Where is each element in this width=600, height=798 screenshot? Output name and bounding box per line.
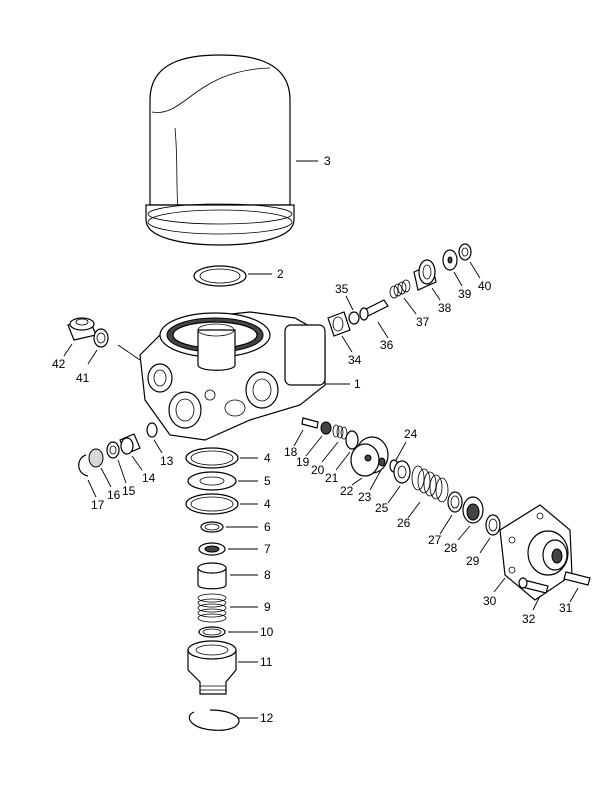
callout-41: 41 xyxy=(76,371,90,385)
callout-38: 38 xyxy=(438,301,452,315)
callout-5: 5 xyxy=(264,474,271,488)
o-ring-29 xyxy=(485,514,501,536)
end-cover-30 xyxy=(499,504,573,601)
callout-12: 12 xyxy=(260,711,274,725)
callout-24: 24 xyxy=(404,427,418,441)
spring-26 xyxy=(411,465,449,503)
washer-5 xyxy=(187,471,237,491)
washer-15 xyxy=(106,441,120,459)
callout-8: 8 xyxy=(264,568,271,582)
cartridge-canister xyxy=(145,54,295,246)
seal-4-bottom xyxy=(185,493,239,515)
snap-ring-12 xyxy=(188,709,240,731)
spring-9 xyxy=(197,593,227,623)
callout-14: 14 xyxy=(142,471,156,485)
o-ring-27 xyxy=(447,491,463,513)
callout-19: 19 xyxy=(296,455,310,469)
cap-38 xyxy=(413,259,437,291)
callout-29: 29 xyxy=(466,554,480,568)
callout-37: 37 xyxy=(416,315,430,329)
washer-39 xyxy=(442,249,458,271)
callout-15: 15 xyxy=(122,484,136,498)
o-ring-10 xyxy=(198,626,226,638)
piston-8 xyxy=(197,562,227,590)
callout-34: 34 xyxy=(348,353,362,367)
callout-31: 31 xyxy=(559,601,573,615)
valve-body-housing xyxy=(139,311,326,441)
seal-21 xyxy=(345,430,359,450)
callout-36: 36 xyxy=(380,338,394,352)
nut-34 xyxy=(327,311,351,337)
callout-7: 7 xyxy=(264,542,271,556)
seat-25 xyxy=(393,460,411,484)
callout-16: 16 xyxy=(107,488,121,502)
callout-23: 23 xyxy=(358,490,372,504)
screw-31 xyxy=(563,571,591,586)
callout-20: 20 xyxy=(311,463,325,477)
o-ring-41 xyxy=(93,328,109,348)
callout-10: 10 xyxy=(260,625,274,639)
o-ring-35 xyxy=(348,311,360,325)
cover-11 xyxy=(187,640,237,695)
washer-19 xyxy=(320,421,332,435)
screen-16 xyxy=(88,448,104,468)
callout-40: 40 xyxy=(478,279,492,293)
seal-4-top xyxy=(185,447,239,469)
o-ring-13 xyxy=(146,422,158,438)
callout-42: 42 xyxy=(52,357,66,371)
nut-40 xyxy=(458,243,472,261)
callout-26: 26 xyxy=(397,516,411,530)
callout-9: 9 xyxy=(264,600,271,614)
callout-1: 1 xyxy=(354,377,361,391)
callout-18: 18 xyxy=(284,445,298,459)
callout-3: 3 xyxy=(324,154,331,168)
callout-35: 35 xyxy=(335,282,349,296)
callout-32: 32 xyxy=(522,612,536,626)
spring-37 xyxy=(389,279,411,299)
valve-14 xyxy=(119,433,141,455)
callout-13: 13 xyxy=(160,454,174,468)
pin-18 xyxy=(301,417,319,429)
callout-30: 30 xyxy=(483,594,497,608)
callout-4a: 4 xyxy=(264,451,271,465)
piston-28 xyxy=(462,496,484,524)
callout-39: 39 xyxy=(458,287,472,301)
callout-28: 28 xyxy=(444,541,458,555)
callout-21: 21 xyxy=(325,471,339,485)
callout-11: 11 xyxy=(260,655,273,669)
snap-ring-17 xyxy=(78,454,89,477)
housing-o-ring xyxy=(193,265,247,287)
callout-6: 6 xyxy=(264,520,271,534)
callout-2: 2 xyxy=(277,267,284,281)
o-ring-6 xyxy=(200,521,224,533)
ring-7 xyxy=(198,542,226,556)
callout-25: 25 xyxy=(375,501,389,515)
callout-17: 17 xyxy=(91,498,105,512)
callout-27: 27 xyxy=(428,533,442,547)
screw-32 xyxy=(518,577,549,594)
pin-23 xyxy=(378,457,386,467)
callout-22: 22 xyxy=(340,484,354,498)
adjusting-screw-36 xyxy=(359,299,389,321)
callout-4b: 4 xyxy=(264,497,271,511)
plug-42 xyxy=(67,317,97,341)
spring-20 xyxy=(332,424,348,440)
